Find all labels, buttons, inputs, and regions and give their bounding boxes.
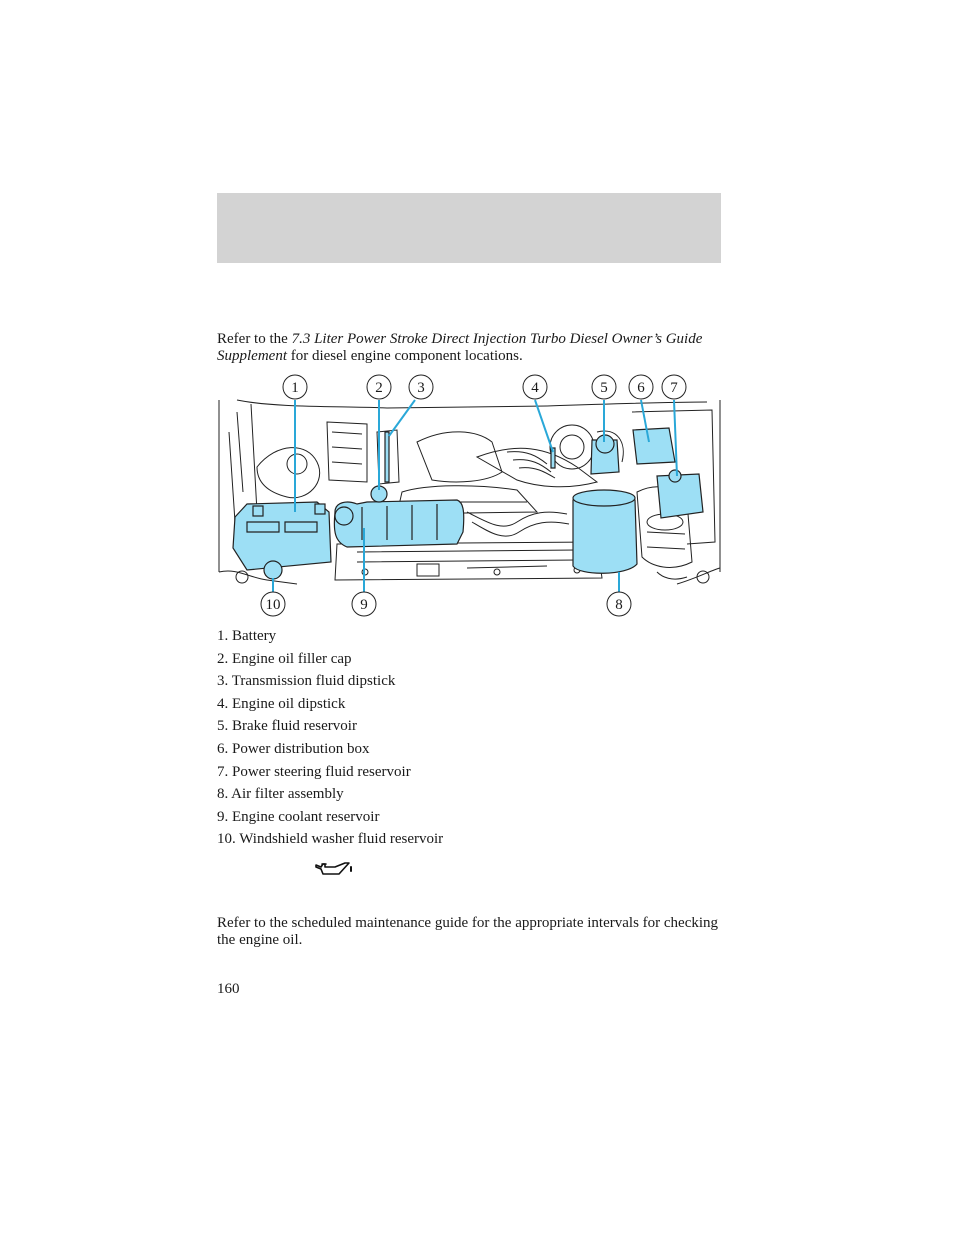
battery-shape (232, 501, 332, 571)
intro-prefix: Refer to the (217, 331, 292, 347)
engine-oil-dipstick-shape (550, 447, 556, 469)
callout-2: 2 (366, 374, 392, 400)
callout-label-6: 6 (637, 380, 645, 396)
engine-diagram: 1 2 3 4 5 6 7 10 (218, 374, 721, 617)
legend-item: 3. Transmission fluid dipstick (217, 673, 396, 690)
legend-item: 5. Brake fluid reservoir (217, 718, 357, 735)
power-steering-reservoir-shape (656, 473, 704, 519)
callout-1: 1 (282, 374, 308, 400)
engine-line-art (218, 399, 721, 585)
legend-item: 8. Air filter assembly (217, 786, 344, 803)
legend-item: 4. Engine oil dipstick (217, 695, 346, 712)
engine-compartment-figure: 1 2 3 4 5 6 7 10 (217, 372, 721, 622)
callout-4: 4 (522, 374, 548, 400)
intro-paragraph: Refer to the 7.3 Liter Power Stroke Dire… (217, 331, 721, 364)
intro-suffix: for diesel engine component locations. (286, 347, 523, 364)
callout-label-5: 5 (600, 380, 608, 396)
callout-9: 9 (351, 591, 377, 617)
legend-item: 2. Engine oil filler cap (217, 650, 352, 667)
supplement-title: 7.3 Liter Power Stroke Direct Injection … (217, 331, 703, 364)
leader-lines (272, 399, 678, 592)
legend-item: 9. Engine coolant reservoir (217, 808, 380, 825)
callout-label-2: 2 (375, 380, 383, 396)
component-legend: 1. Battery 2. Engine oil filler cap 3. T… (217, 627, 721, 853)
coolant-reservoir-shape (333, 499, 465, 548)
legend-item: 1. Battery (217, 628, 277, 644)
callout-10: 10 (260, 591, 286, 617)
callout-5: 5 (591, 374, 617, 400)
transmission-dipstick-shape (384, 431, 390, 483)
callout-label-1: 1 (291, 380, 299, 396)
oil-can-icon (313, 858, 355, 878)
callout-label-8: 8 (615, 597, 623, 613)
legend-item: 6. Power distribution box (217, 740, 370, 757)
legend-item: 10. Windshield washer fluid reservoir (217, 831, 444, 848)
callout-6: 6 (628, 374, 654, 400)
callout-7: 7 (661, 374, 687, 400)
maintenance-note: Refer to the scheduled maintenance guide… (217, 915, 719, 948)
highlighted-components (232, 427, 704, 580)
callout-label-9: 9 (360, 597, 368, 613)
chapter-header-band (217, 193, 721, 263)
power-distribution-box-shape (632, 427, 676, 465)
legend-item: 7. Power steering fluid reservoir (217, 763, 411, 780)
page-number: 160 (217, 981, 240, 997)
callout-label-3: 3 (417, 380, 425, 396)
callout-label-10: 10 (266, 597, 281, 613)
callout-label-4: 4 (531, 380, 539, 396)
callout-label-7: 7 (670, 380, 678, 396)
callout-8: 8 (606, 591, 632, 617)
callout-3: 3 (408, 374, 434, 400)
